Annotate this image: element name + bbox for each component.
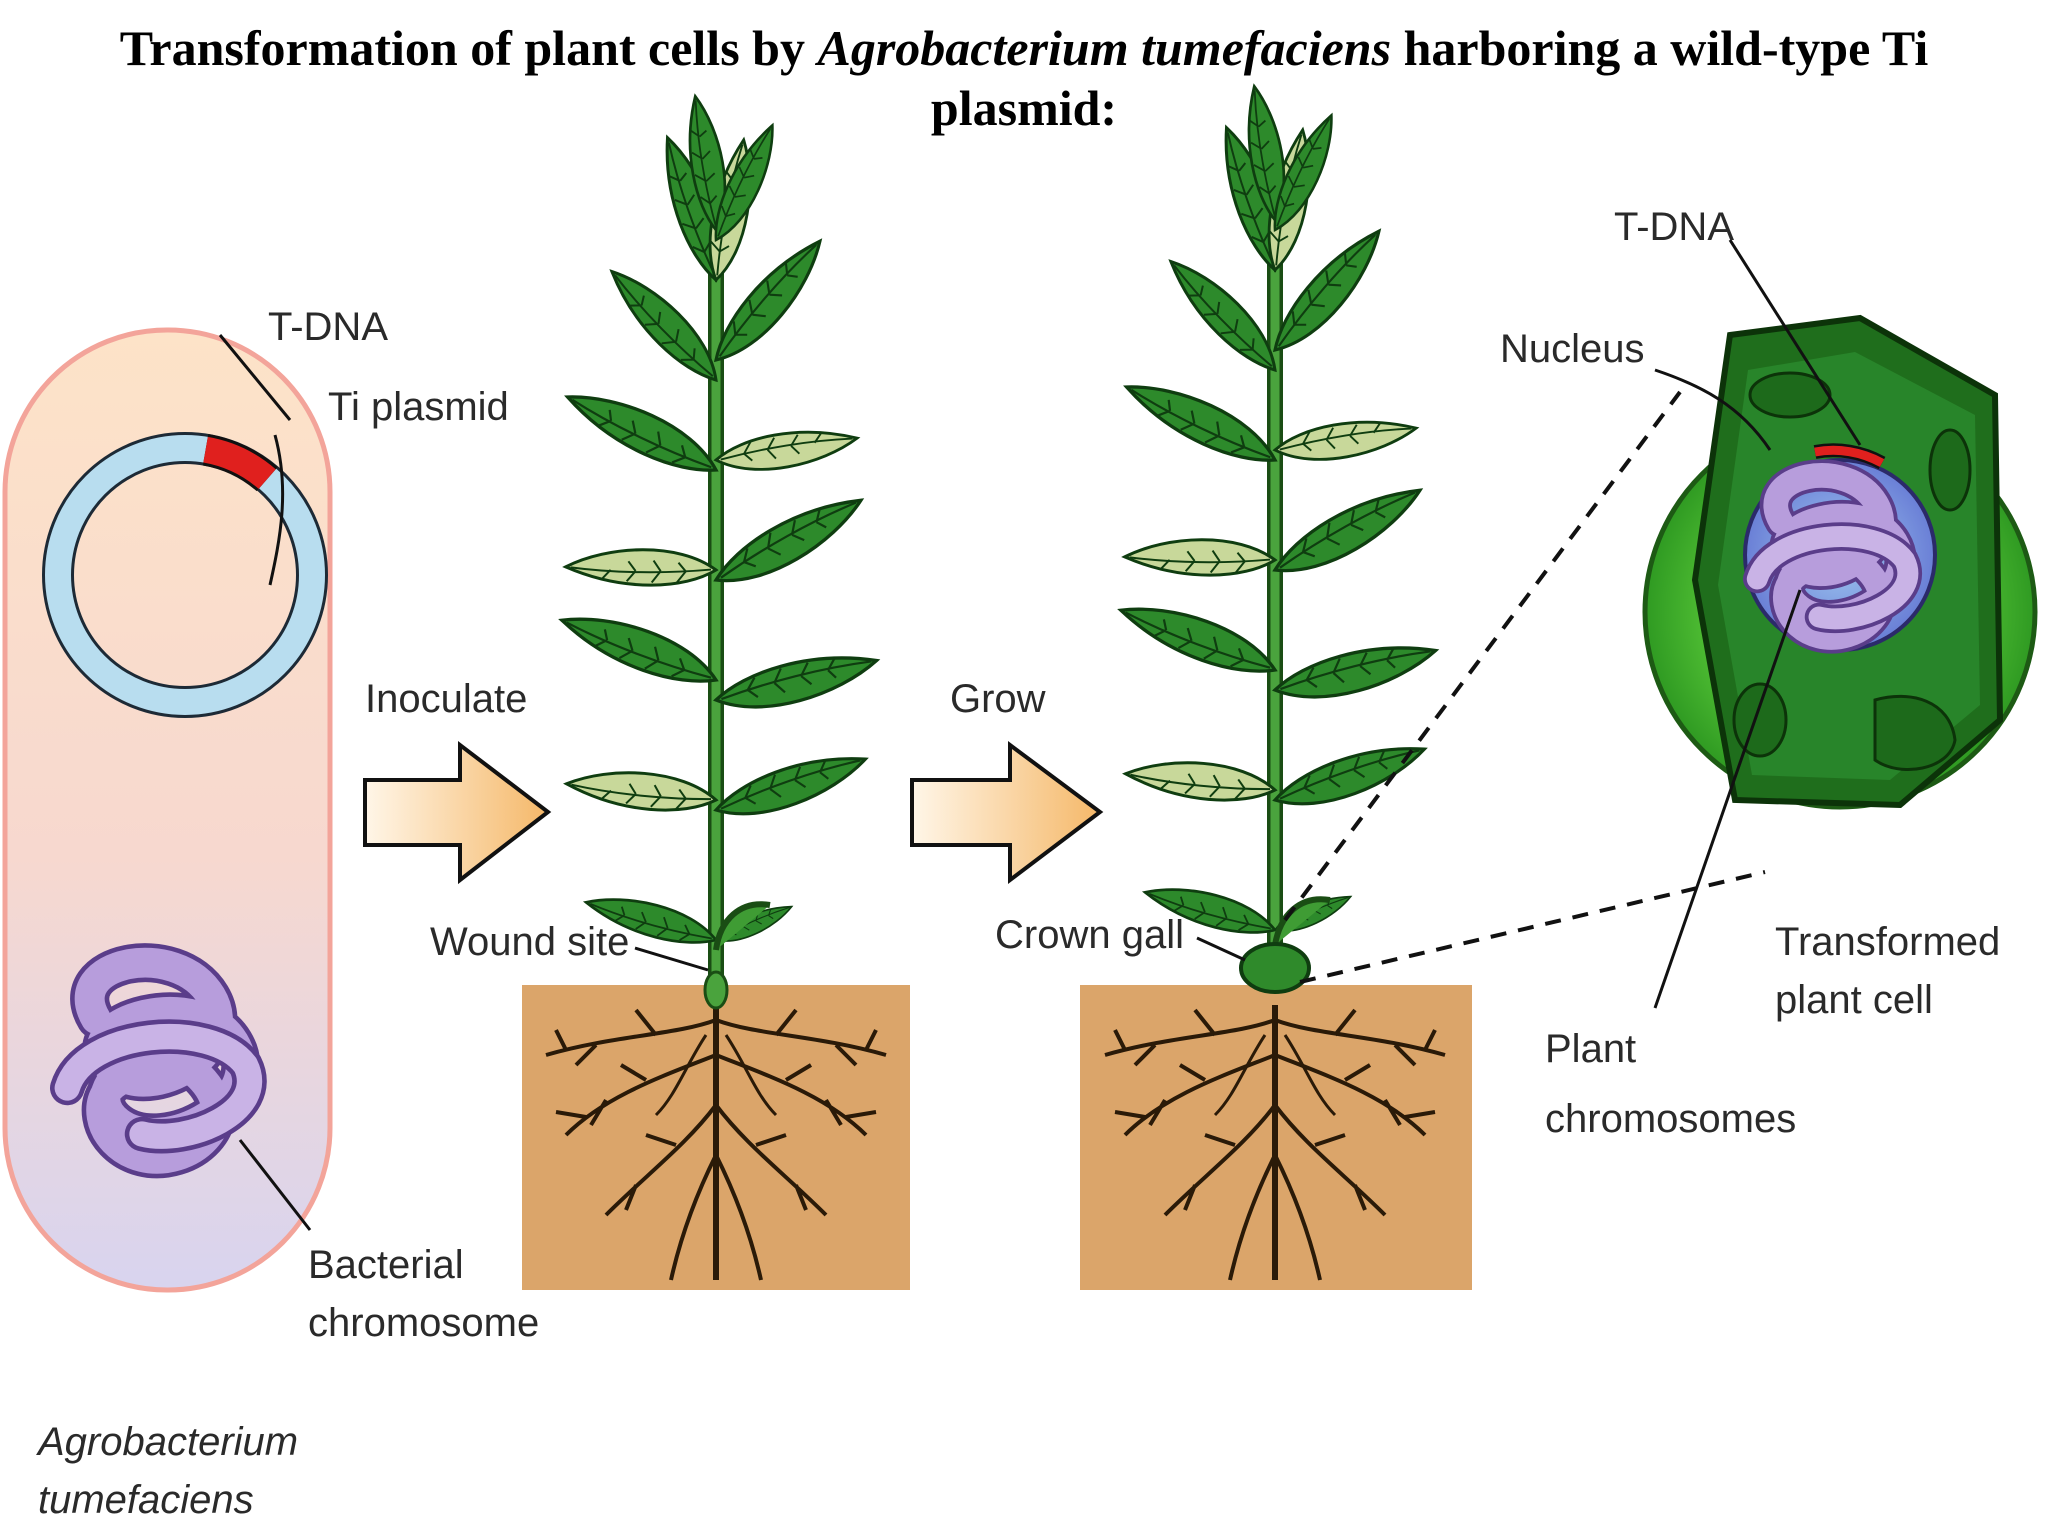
nucleus [1745, 443, 1937, 650]
label-inoculate: Inoculate [365, 677, 527, 721]
label-transformed-1: Transformed [1775, 920, 2000, 964]
crown-gall [1239, 942, 1311, 994]
page-title: Transformation of plant cells by Agrobac… [40, 18, 2008, 138]
label-organism-2: tumefaciens [38, 1478, 254, 1522]
label-transformed-2: plant cell [1775, 978, 1933, 1022]
inoculate-arrow [363, 740, 552, 885]
label-nucleus: Nucleus [1500, 327, 1645, 371]
label-bacterial-chromosome-2: chromosome [308, 1301, 539, 1345]
label-ti-plasmid: Ti plasmid [328, 385, 509, 429]
label-crown-gall: Crown gall [995, 913, 1184, 957]
agrobacterium-cell [2, 327, 333, 1293]
plant-with-crown-gall [1080, 84, 1472, 1290]
label-wound-site: Wound site [430, 920, 629, 964]
grow-arrow [910, 741, 1104, 885]
plant-inoculated [522, 94, 910, 1290]
ti-plasmid [42, 432, 328, 718]
label-plant-chromosomes-1: Plant [1545, 1027, 1636, 1071]
label-bacterial-chromosome-1: Bacterial [308, 1243, 464, 1287]
wound-site [703, 970, 729, 1010]
title-part-1: Transformation of plant cells by [119, 20, 818, 76]
label-tdna-right: T-DNA [1614, 205, 1734, 249]
label-grow: Grow [950, 677, 1046, 721]
label-tdna-left: T-DNA [268, 305, 388, 349]
label-plant-chromosomes-2: chromosomes [1545, 1097, 1796, 1141]
label-organism-1: Agrobacterium [36, 1420, 298, 1464]
title-part-2: harboring a wild-type Ti plasmid: [930, 20, 1929, 136]
title-italic: Agrobacterium tumefaciens [817, 20, 1392, 76]
transformed-cell-zoom [1283, 239, 2038, 1009]
